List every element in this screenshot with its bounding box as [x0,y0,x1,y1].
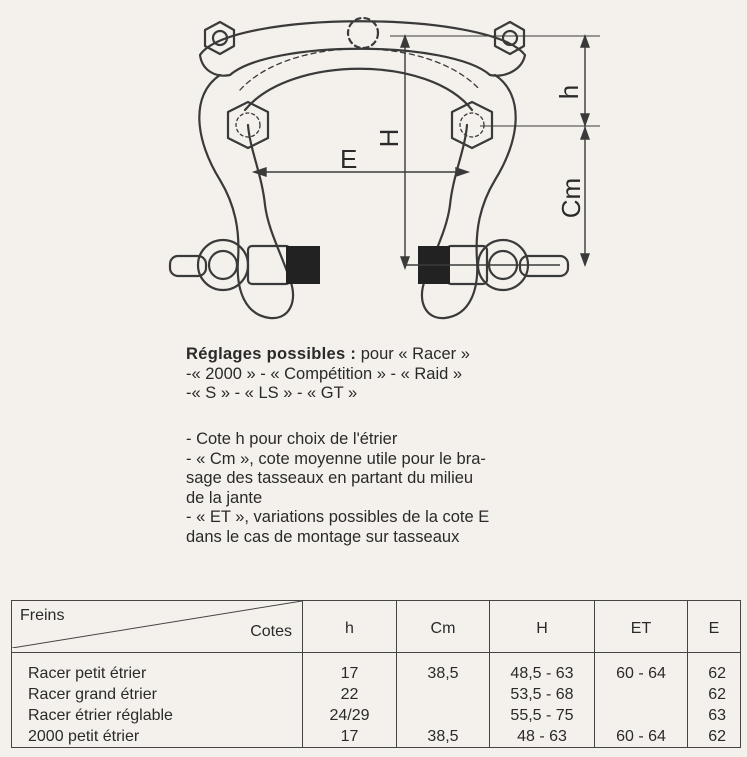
H-value: 53,5 - 68 [510,686,574,703]
brake-name: Racer étrier réglable [28,707,173,724]
brake-caliper-diagram: h H E Cm [168,16,600,320]
h-value: 17 [340,728,359,745]
column-header-et: ET [594,600,688,653]
intro-line: -« 2000 » - « Compétition » - « Raid » [186,364,463,383]
brake-spec-table: Freins Cotes h Cm H ET E Racer petit étr… [11,600,741,748]
h-value: 17 [340,665,359,682]
h-values-cell: 17 22 24/29 17 [302,652,397,748]
cm-value [397,705,489,726]
settings-paragraph: Réglages possibles : pour « Racer » -« 2… [186,345,470,404]
H-value: 48,5 - 63 [510,665,574,682]
et-value [595,705,687,726]
dim-label-E: E [340,144,357,174]
settings-heading: Réglages possibles : [186,345,357,363]
dim-label-H: H [374,129,404,148]
note-line: de la jante [186,488,263,507]
H-value: 48 - 63 [517,728,567,745]
e-value: 62 [708,728,726,745]
intro-line: -« S » - « LS » - « GT » [186,384,358,402]
h-value: 24/29 [329,707,370,724]
brake-name: Racer grand étrier [28,686,157,703]
header-cotes: Cotes [250,623,292,640]
dim-label-Cm: Cm [556,178,586,218]
cm-values-cell: 38,5 38,5 [396,652,490,748]
header-freins: Freins [20,607,65,624]
dim-label-h: h [554,85,584,99]
e-value: 62 [708,686,726,703]
brake-name: 2000 petit étrier [28,728,140,745]
column-header-H: H [489,600,595,653]
h-value: 22 [340,686,359,703]
column-header-e: E [687,600,741,653]
corner-header: Freins Cotes [11,600,303,653]
cm-value: 38,5 [427,665,459,682]
note-line: - Cote h pour choix de l'étrier [186,430,398,448]
notes-paragraph: - Cote h pour choix de l'étrier - « Cm »… [186,430,489,547]
e-value: 62 [708,665,726,682]
cm-value: 38,5 [427,728,459,745]
et-value [595,684,687,705]
et-value: 60 - 64 [616,665,666,682]
note-line: dans le cas de montage sur tasseaux [186,527,460,546]
note-line: - « Cm », cote moyenne utile pour le bra… [186,449,486,468]
column-header-cm: Cm [396,600,490,653]
intro-line: pour « Racer » [360,345,470,363]
brake-names-cell: Racer petit étrier Racer grand étrier Ra… [11,652,303,748]
e-values-cell: 62 62 63 62 [687,652,741,748]
e-value: 63 [708,707,726,724]
brake-name: Racer petit étrier [28,665,147,682]
et-values-cell: 60 - 64 60 - 64 [594,652,688,748]
note-line: sage des tasseaux en partant du milieu [186,469,474,487]
note-line: - « ET », variations possibles de la cot… [186,508,490,526]
H-value: 55,5 - 75 [510,707,574,724]
H-values-cell: 48,5 - 63 53,5 - 68 55,5 - 75 48 - 63 [489,652,595,748]
cm-value [397,684,489,705]
column-header-h: h [302,600,397,653]
et-value: 60 - 64 [616,728,666,745]
